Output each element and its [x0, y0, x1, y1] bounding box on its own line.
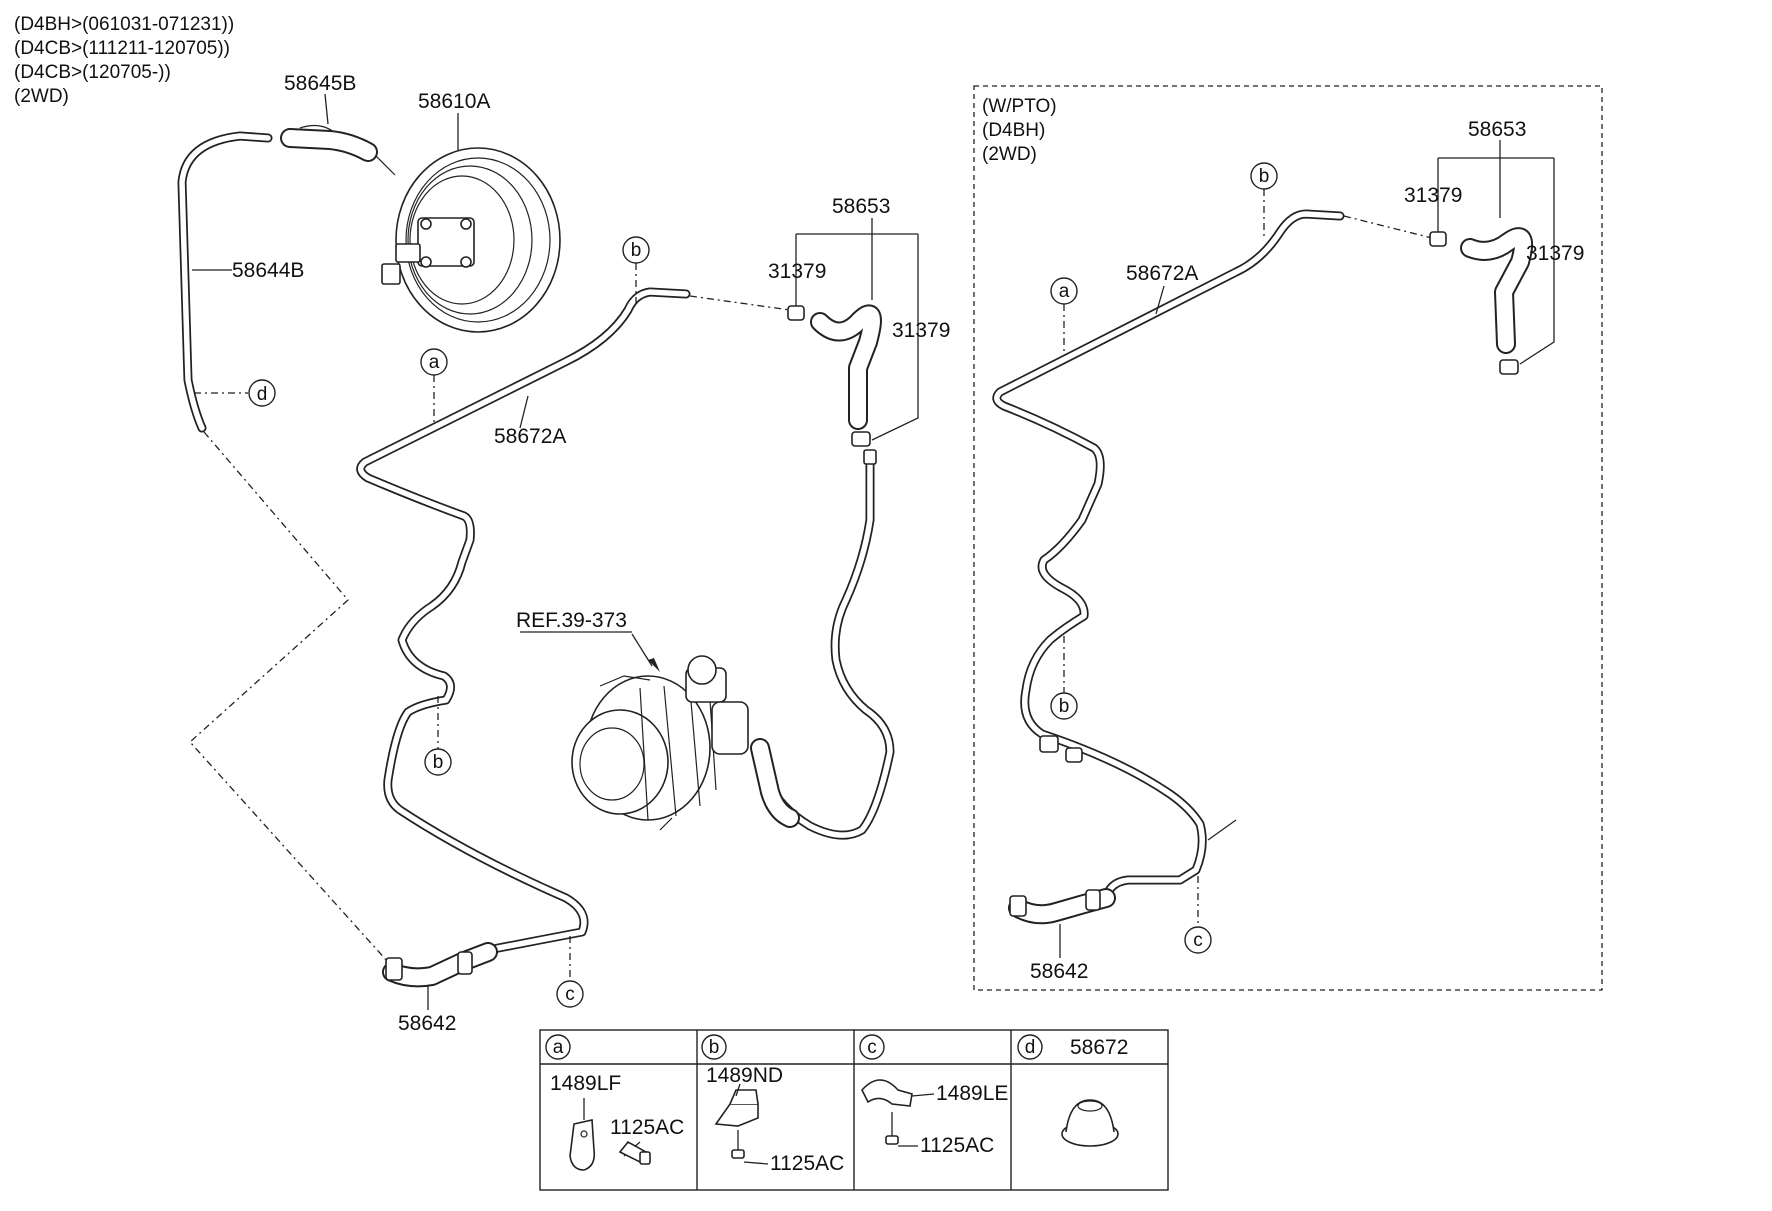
pipe-58644b[interactable] — [177, 131, 273, 433]
legend-cell-a: a 1489LF 1125AC — [545, 1034, 684, 1171]
note-line-3: (D4CB>(120705-)) — [14, 62, 171, 83]
marker-d: d — [257, 384, 268, 405]
inset-label-31379-lower: 31379 — [1526, 242, 1584, 265]
hose-58653[interactable] — [810, 304, 882, 430]
inset-marker-b-lower: b — [1059, 696, 1070, 717]
label-58645b: 58645B — [284, 72, 356, 95]
bolt-1125ac-b-icon — [731, 1130, 769, 1165]
label-58642: 58642 — [398, 1012, 456, 1035]
inset-note-1: (W/PTO) — [982, 96, 1057, 117]
alternator-vacuum-pump[interactable] — [571, 655, 800, 831]
inset-note-2: (D4BH) — [982, 120, 1045, 141]
label-31379-upper: 31379 — [768, 260, 826, 283]
label-58653: 58653 — [832, 195, 890, 218]
note-line-2: (D4CB>(111211-120705)) — [14, 38, 230, 59]
marker-c: c — [565, 984, 575, 1005]
clip-1489nd-icon — [714, 1083, 759, 1127]
applicability-notes: (D4BH>(061031-071231)) (D4CB>(111211-120… — [14, 14, 234, 107]
inset-marker-a: a — [1059, 281, 1070, 302]
pipe-58672a[interactable] — [356, 287, 691, 955]
legend-c-letter: c — [867, 1037, 877, 1058]
clip-1489lf-icon — [569, 1098, 596, 1171]
hose-58645b[interactable] — [280, 128, 378, 162]
inset-note-3: (2WD) — [982, 144, 1037, 165]
inset-label-58653: 58653 — [1468, 118, 1526, 141]
inset-clamp-31379-lower[interactable] — [1499, 359, 1519, 375]
legend-d-letter: d — [1025, 1037, 1036, 1058]
inset-marker-b-upper: b — [1259, 166, 1270, 187]
legend-c-part1: 1489LE — [936, 1082, 1008, 1105]
inset-marker-c-circle — [1184, 926, 1212, 954]
bolt-1125ac-icon — [618, 1140, 651, 1165]
legend-c-part2: 1125AC — [920, 1134, 994, 1157]
label-58672a: 58672A — [494, 425, 566, 448]
legend-b-part1: 1489ND — [706, 1064, 783, 1087]
legend-b-letter: b — [709, 1037, 720, 1058]
legend-d-part1: 58672 — [1070, 1036, 1128, 1059]
clamp-31379-upper[interactable] — [787, 305, 805, 321]
legend-table: a 1489LF 1125AC b 1489ND 1125AC — [539, 1029, 1169, 1191]
hose-58642[interactable] — [382, 942, 498, 988]
inset-frame — [973, 85, 1603, 991]
marker-d-circle — [248, 379, 276, 407]
bolt-1125ac-c-icon — [885, 1112, 918, 1147]
legend-a-part2: 1125AC — [610, 1116, 684, 1139]
note-line-4: (2WD) — [14, 86, 69, 107]
legend-cell-d: d 58672 — [1017, 1034, 1128, 1147]
inset-label-58672a: 58672A — [1126, 262, 1198, 285]
brake-booster-58610a[interactable] — [299, 124, 561, 333]
inset-wpto: (W/PTO) (D4BH) (2WD) 58672A 58653 31379 … — [973, 85, 1603, 991]
label-ref-39-373: REF.39-373 — [516, 609, 627, 632]
marker-b-upper: b — [631, 240, 642, 261]
inset-marker-c: c — [1193, 930, 1203, 951]
label-31379-lower: 31379 — [892, 319, 950, 342]
inset-label-31379-upper: 31379 — [1404, 184, 1462, 207]
marker-c-circle — [556, 980, 584, 1008]
legend-cell-c: c 1489LE 1125AC — [859, 1034, 1008, 1157]
legend-a-letter: a — [553, 1037, 564, 1058]
label-58644b: 58644B — [232, 259, 304, 282]
inset-hose-58642[interactable] — [1008, 888, 1116, 925]
clamp-31379-lower[interactable] — [851, 431, 871, 447]
legend-cell-b: b 1489ND 1125AC — [701, 1034, 844, 1175]
inset-label-58642: 58642 — [1030, 960, 1088, 983]
label-58610a: 58610A — [418, 90, 490, 113]
inset-pipe-58672a[interactable] — [992, 209, 1345, 903]
marker-b-lower: b — [433, 752, 444, 773]
note-line-1: (D4BH>(061031-071231)) — [14, 14, 234, 35]
clip-1489le-icon — [861, 1079, 935, 1107]
legend-b-part2: 1125AC — [770, 1152, 844, 1175]
grommet-58672-icon — [1061, 1099, 1119, 1147]
legend-a-part1: 1489LF — [550, 1072, 621, 1095]
inset-hose-58653[interactable] — [1460, 227, 1533, 354]
vacuum-pipe-to-pump[interactable] — [755, 457, 895, 840]
inset-clamp-31379-upper[interactable] — [1429, 231, 1447, 247]
marker-a: a — [429, 352, 440, 373]
